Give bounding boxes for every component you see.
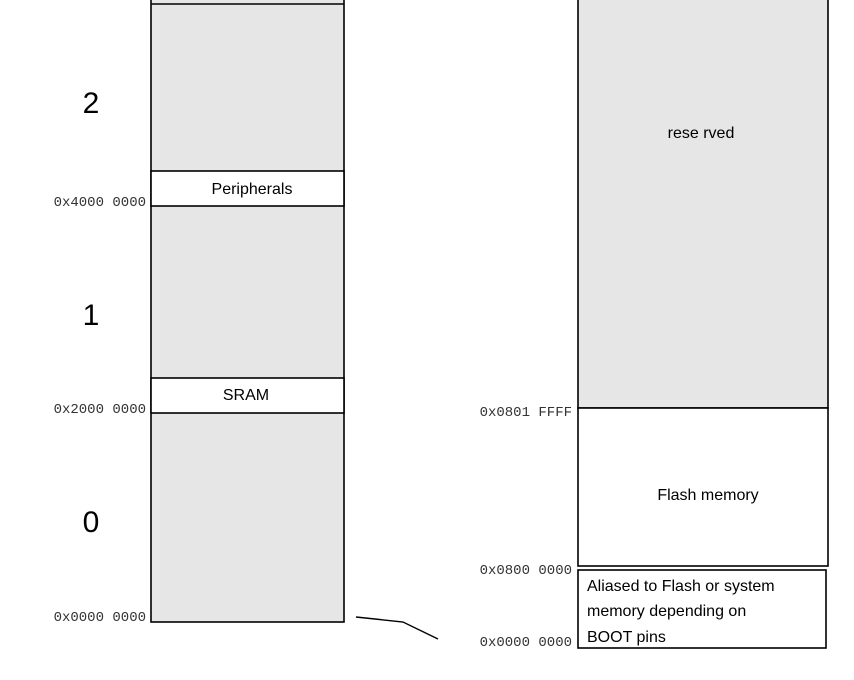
peripherals-block-label: Peripherals — [212, 181, 293, 198]
flash-memory-label: Flash memory — [657, 487, 758, 504]
right-memory-map: rese rved Flash memory Aliased to Flash … — [480, 0, 829, 651]
left-memory-map: Peripherals SRAM 2 1 0 0x4000 0000 0x200… — [54, 0, 345, 626]
reserved-block — [577, 0, 829, 409]
sram-block-label: SRAM — [223, 387, 269, 404]
address-flash-end: 0x0801 FFFF — [480, 405, 572, 421]
peripherals-block — [150, 170, 345, 207]
address-left-base: 0x0000 0000 — [54, 610, 146, 626]
address-right-base: 0x0000 0000 — [480, 635, 572, 651]
sram-block — [150, 377, 345, 414]
region-number-0: 0 — [83, 506, 100, 539]
region-number-2: 2 — [83, 87, 100, 120]
address-peripherals: 0x4000 0000 — [54, 195, 146, 211]
address-sram: 0x2000 0000 — [54, 402, 146, 418]
aliased-block-label-line-2: memory depending on — [587, 603, 746, 620]
region-number-1: 1 — [83, 299, 100, 332]
address-flash-start: 0x0800 0000 — [480, 563, 572, 579]
left-map-column — [150, 0, 345, 623]
reserved-block-label: rese rved — [668, 125, 735, 142]
aliased-block-label-line-3: BOOT pins — [587, 629, 666, 646]
zoom-connector-line — [355, 616, 439, 640]
aliased-block — [577, 569, 827, 649]
flash-memory-block — [577, 407, 829, 567]
aliased-block-label-line-1: Aliased to Flash or system — [587, 578, 775, 595]
